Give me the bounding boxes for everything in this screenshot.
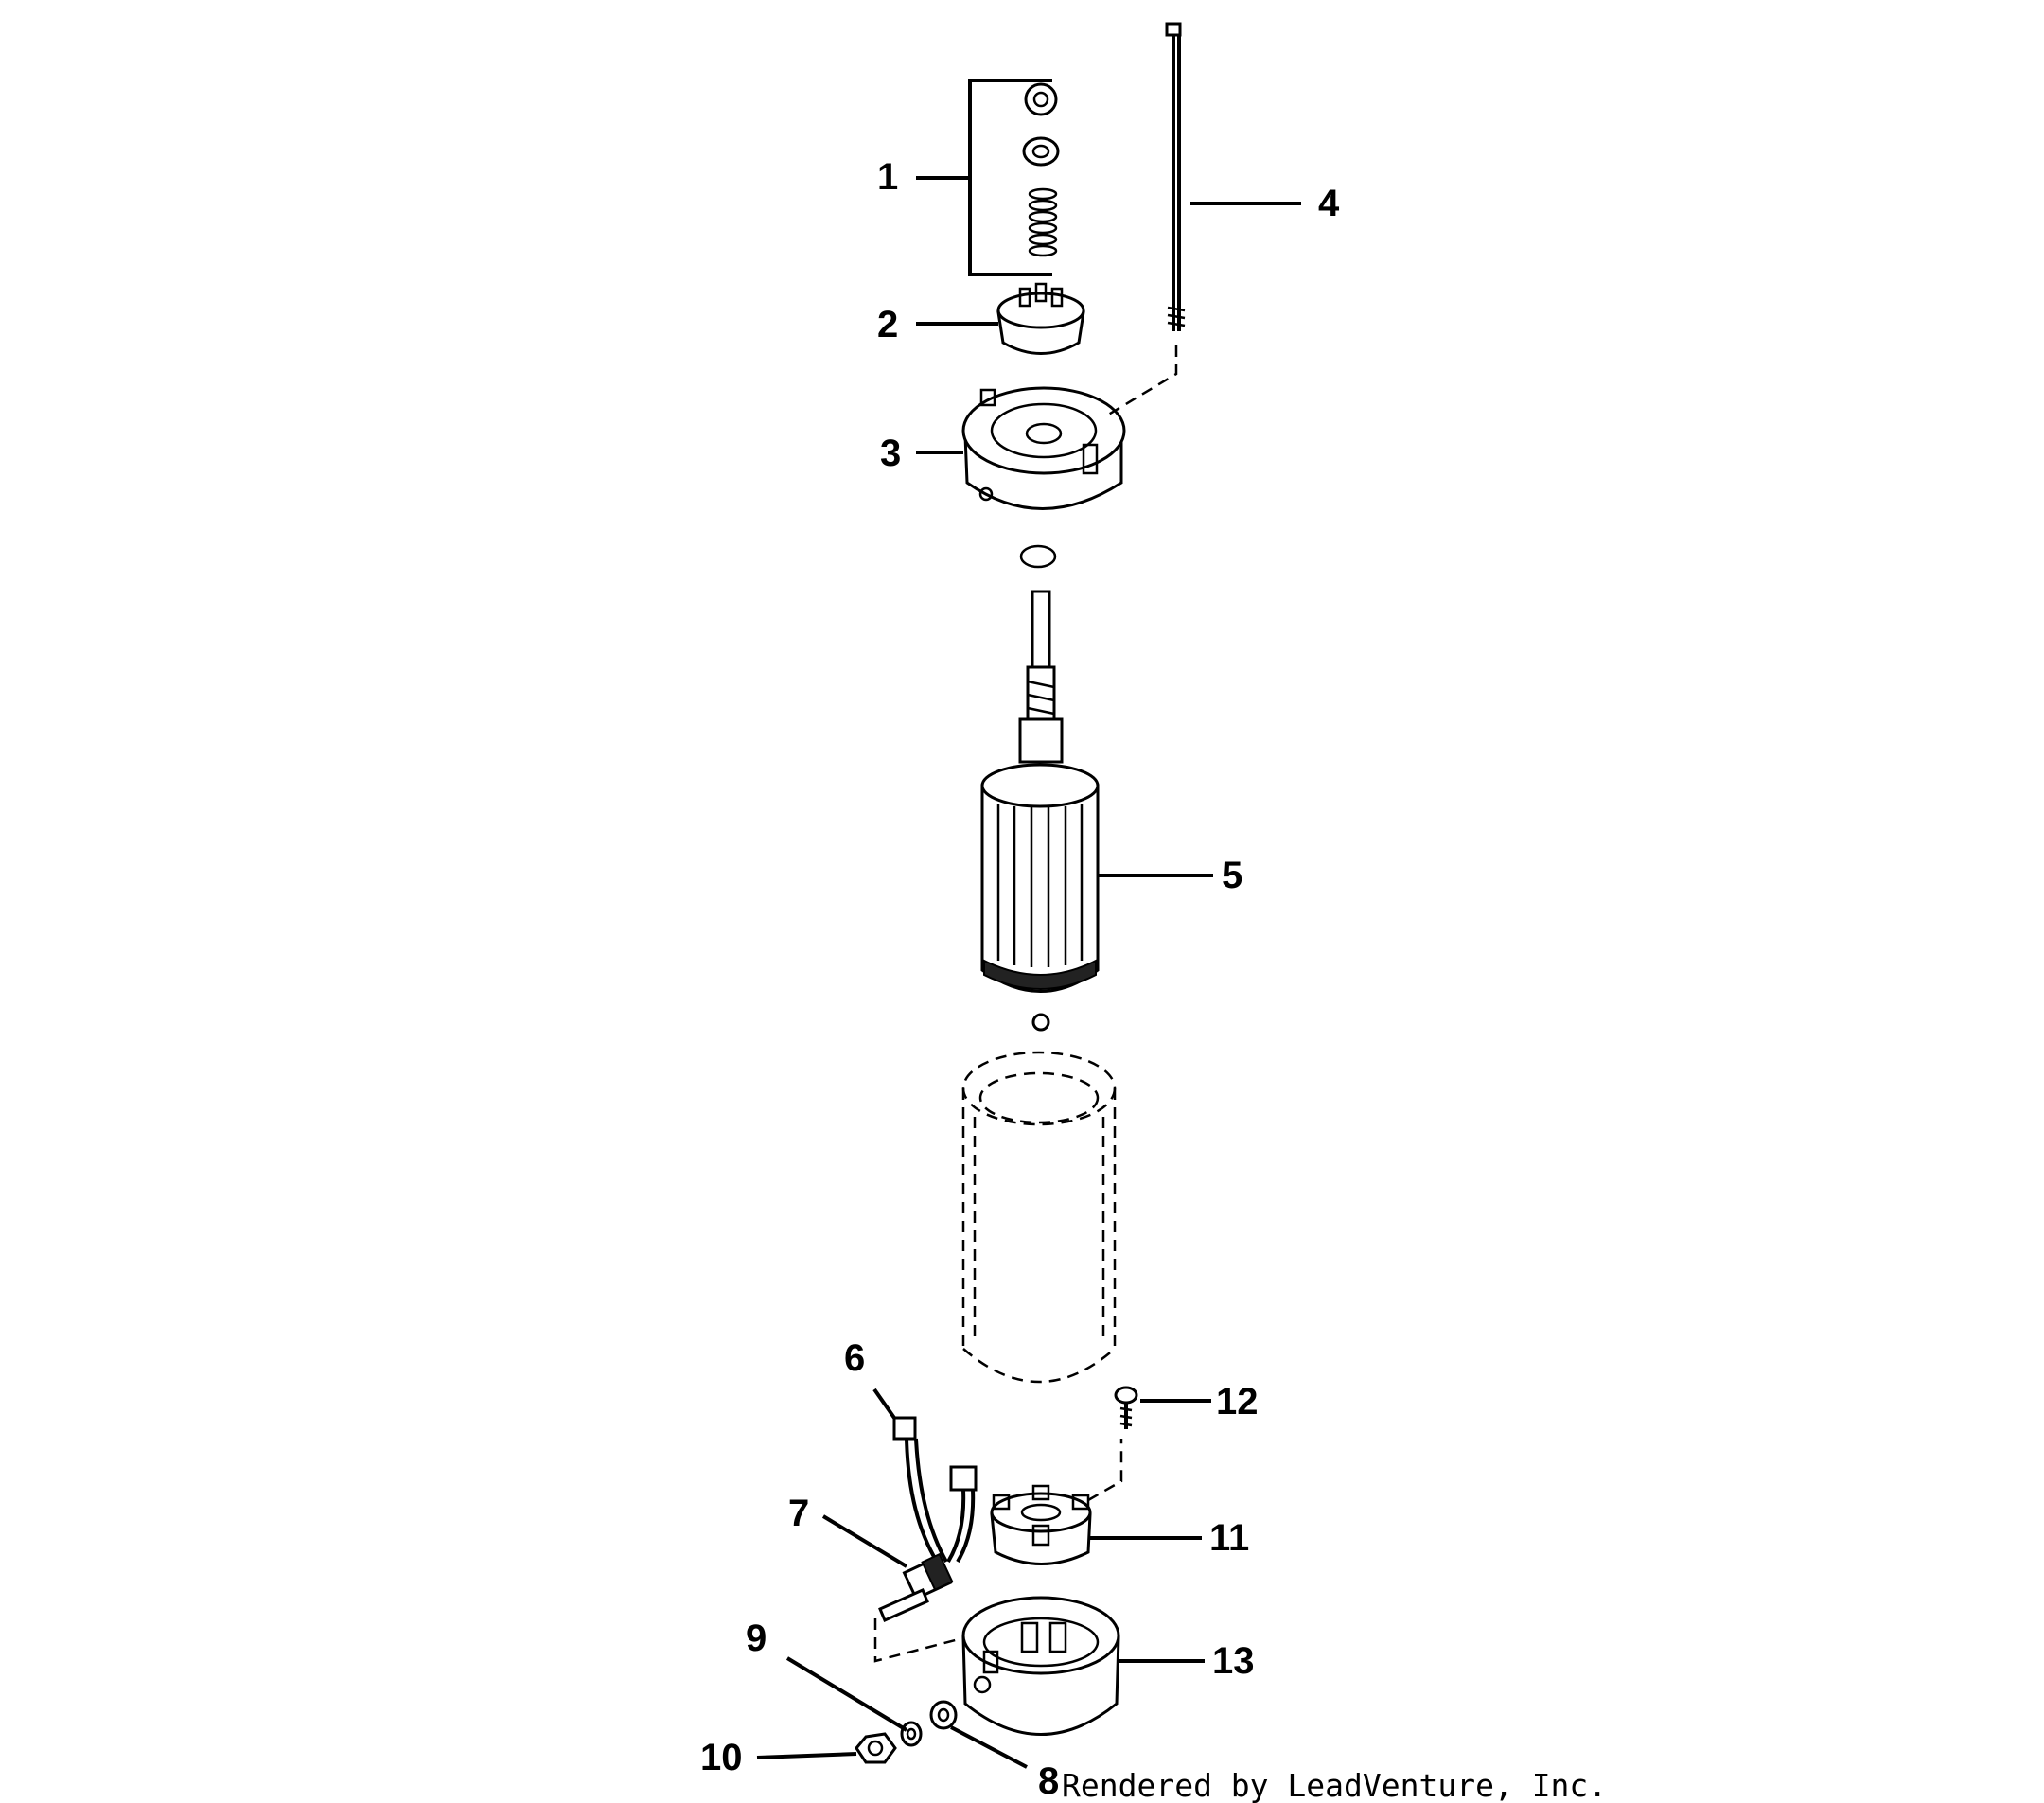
frame-housing-phantom	[961, 1051, 1117, 1384]
part-13-commutator-end-cap[interactable]	[961, 1596, 1120, 1736]
callout-7: 7	[788, 1493, 809, 1534]
callout-6: 6	[844, 1337, 865, 1379]
callout-10: 10	[700, 1737, 743, 1778]
leader-lines	[756, 176, 1301, 1769]
part-9-washer[interactable]	[900, 1721, 923, 1747]
part-1-drive-kit[interactable]	[968, 79, 1060, 276]
callout-4: 4	[1318, 183, 1340, 224]
o-ring[interactable]	[1019, 544, 1057, 569]
part-7-terminal-stud[interactable]	[873, 1465, 985, 1663]
part-5-armature[interactable]	[980, 590, 1100, 1032]
callout-8: 8	[1038, 1760, 1059, 1802]
part-10-nut[interactable]	[855, 1732, 897, 1764]
credit-text: Rendered by LeadVenture, Inc.	[1062, 1767, 1607, 1803]
callout-13: 13	[1212, 1640, 1255, 1682]
part-11-brush-holder[interactable]	[990, 1439, 1123, 1565]
callout-1: 1	[877, 156, 898, 198]
part-4-through-bolt[interactable]	[1104, 22, 1186, 418]
part-3-drive-end-cap[interactable]	[961, 386, 1126, 510]
callout-2: 2	[877, 304, 898, 345]
callout-3: 3	[880, 433, 901, 474]
callout-9: 9	[746, 1617, 766, 1659]
part-2-pinion-gear[interactable]	[996, 282, 1085, 355]
part-12-screw[interactable]	[1114, 1386, 1138, 1429]
callout-11: 11	[1209, 1517, 1249, 1559]
part-8-lock-washer[interactable]	[929, 1700, 958, 1730]
callout-labels: 1 2 3 4 5 6 7 8 9 10 11 12 13	[700, 156, 1340, 1802]
part-6-brush-lead[interactable]	[892, 1416, 948, 1564]
callout-5: 5	[1222, 855, 1242, 896]
callout-12: 12	[1216, 1381, 1259, 1423]
